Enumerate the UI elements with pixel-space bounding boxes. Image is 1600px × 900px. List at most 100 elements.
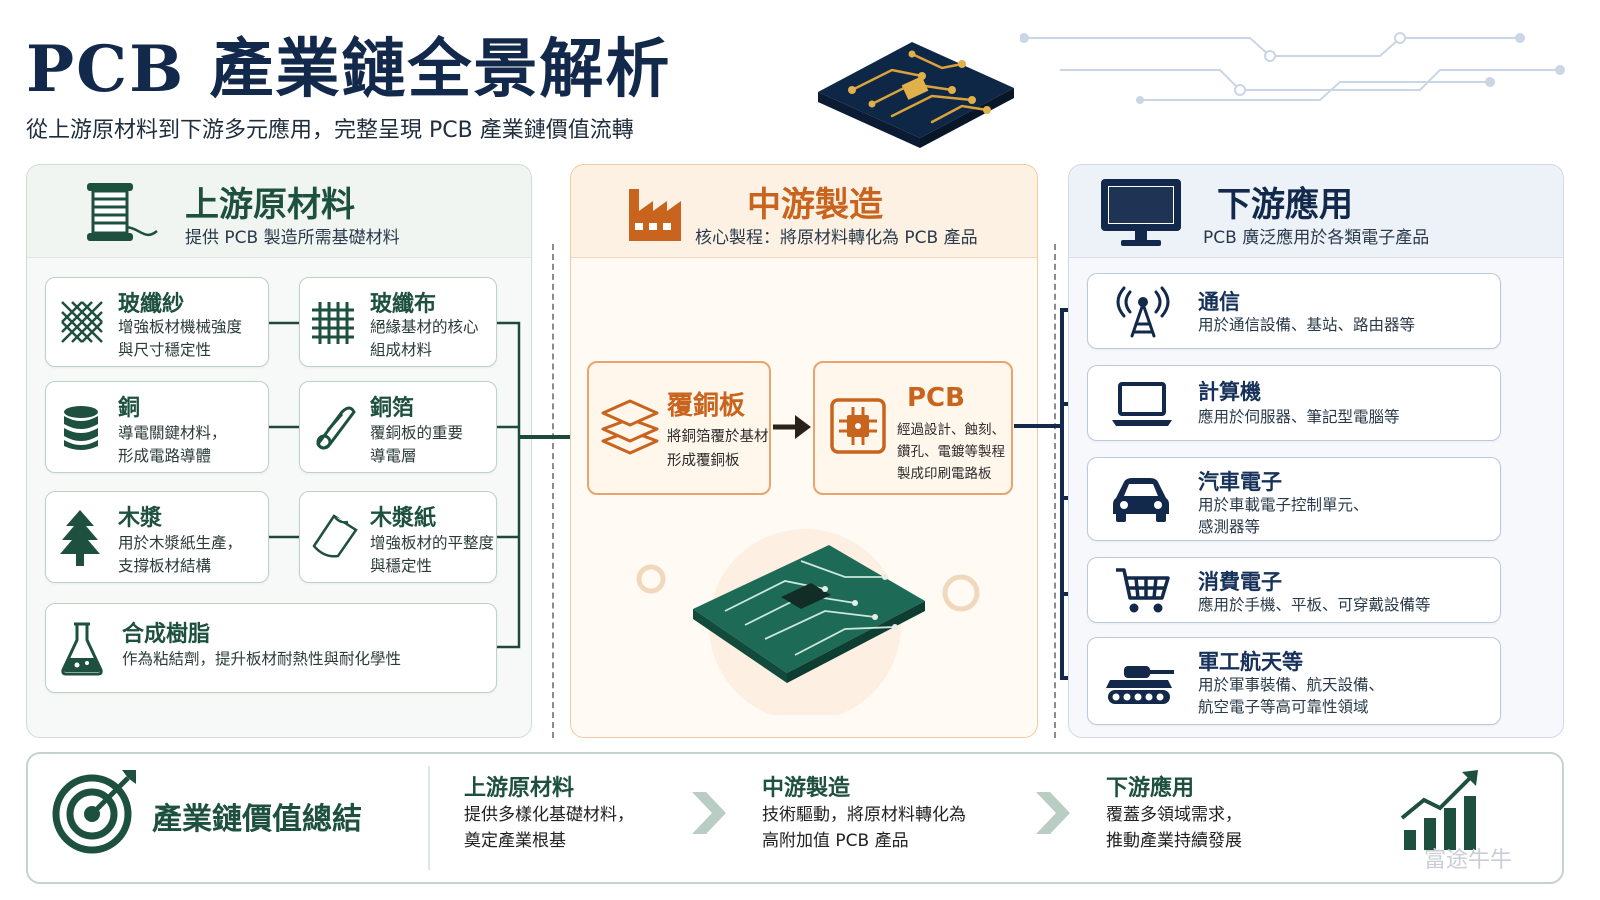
application-desc-line2: 航空電子等高可靠性領域 bbox=[1198, 698, 1369, 716]
pcb-desc-line1: 經過設計、蝕刻、 bbox=[897, 422, 1005, 438]
summary-mid-desc-line1: 技術驅動，將原材料轉化為 bbox=[762, 805, 966, 825]
layers-icon bbox=[601, 399, 659, 455]
midstream-title: 中游製造 bbox=[747, 185, 883, 225]
factory-icon bbox=[629, 189, 681, 241]
page-subtitle: 從上游原材料到下游多元應用，完整呈現 PCB 產業鏈價值流轉 bbox=[26, 118, 634, 143]
growth-chart-icon bbox=[1400, 770, 1478, 850]
circuit-lines-decoration bbox=[1020, 32, 1565, 104]
application-desc-line1: 用於通信設備、基站、路由器等 bbox=[1198, 316, 1416, 334]
divider-mid-down bbox=[1054, 244, 1056, 738]
material-desc-line2: 形成電路導體 bbox=[118, 447, 212, 465]
application-desc-line2: 感測器等 bbox=[1198, 518, 1261, 536]
midstream-panel: 中游製造 核心製程：將原材料轉化為 PCB 產品 覆銅板 將銅箔覆於基材 形成覆… bbox=[570, 164, 1038, 738]
summary-down-desc-line2: 推動產業持續發展 bbox=[1106, 831, 1242, 851]
application-card-telecom: 通信 用於通信設備、基站、路由器等 bbox=[1087, 273, 1501, 349]
material-desc-line1: 增強板材的平整度 bbox=[370, 534, 495, 552]
upstream-title: 上游原材料 bbox=[185, 185, 355, 225]
material-desc-line2: 支撐板材結構 bbox=[118, 557, 212, 575]
application-desc-line1: 用於軍事裝備、航天設備、 bbox=[1198, 676, 1385, 694]
application-desc-line1: 應用於手機、平板、可穿戴設備等 bbox=[1198, 596, 1431, 614]
laptop-icon bbox=[1112, 382, 1172, 426]
application-card-aerospace-defense: 軍工航天等 用於軍事裝備、航天設備、 航空電子等高可靠性領域 bbox=[1087, 637, 1501, 725]
target-icon bbox=[52, 770, 136, 854]
material-desc-line2: 與穩定性 bbox=[370, 557, 433, 575]
summary-divider bbox=[428, 766, 430, 870]
coin-stack-icon bbox=[64, 406, 98, 450]
flask-icon bbox=[61, 622, 103, 676]
watermark-text: 富途牛牛 bbox=[1424, 848, 1513, 873]
chevron-right-icon bbox=[692, 792, 726, 834]
application-name: 計算機 bbox=[1198, 380, 1261, 404]
material-desc-line2: 導電層 bbox=[370, 447, 417, 465]
paper-icon bbox=[312, 514, 358, 558]
material-card-copper-foil: 銅箔 覆銅板的重要 導電層 bbox=[299, 381, 497, 473]
upstream-panel: 上游原材料 提供 PCB 製造所需基礎材料 玻纖紗 增強板材機械強度 與尺寸穩定… bbox=[26, 164, 532, 738]
thread-spool-icon bbox=[87, 183, 158, 241]
foil-roll-icon bbox=[316, 406, 356, 450]
ccl-desc-line1: 將銅箔覆於基材 bbox=[667, 429, 769, 445]
pcb-chip-illustration bbox=[818, 42, 1014, 148]
material-name: 玻纖紗 bbox=[118, 292, 185, 317]
arrow-ccl-to-pcb bbox=[773, 415, 811, 439]
page-title: PCB 產業鏈全景解析 bbox=[26, 32, 672, 107]
summary-up-title: 上游原材料 bbox=[464, 776, 575, 801]
material-desc-line1: 導電關鍵材料， bbox=[118, 424, 227, 442]
downstream-panel: 下游應用 PCB 廣泛應用於各類電子產品 通信 用於通信設備、基站、路由器等 計… bbox=[1068, 164, 1564, 738]
material-desc-line1: 用於木漿紙生產， bbox=[118, 534, 243, 552]
application-desc-line1: 用於車載電子控制單元、 bbox=[1198, 496, 1369, 514]
downstream-subtitle: PCB 廣泛應用於各類電子產品 bbox=[1203, 228, 1430, 248]
material-desc-line2: 組成材料 bbox=[370, 341, 433, 359]
monitor-icon bbox=[1101, 179, 1181, 246]
upstream-subtitle: 提供 PCB 製造所需基礎材料 bbox=[185, 228, 400, 248]
application-name: 軍工航天等 bbox=[1198, 650, 1303, 674]
pcb-card: PCB 經過設計、蝕刻、 鑽孔、電鍍等製程 製成印刷電路板 bbox=[813, 361, 1013, 495]
upstream-connector-lines bbox=[269, 321, 521, 649]
pcb-name: PCB bbox=[907, 383, 965, 413]
material-card-glass-yarn: 玻纖紗 增強板材機械強度 與尺寸穩定性 bbox=[45, 277, 269, 367]
application-name: 消費電子 bbox=[1198, 570, 1282, 594]
material-card-pulp-paper: 木漿紙 增強板材的平整度 與穩定性 bbox=[299, 491, 497, 583]
application-name: 通信 bbox=[1198, 290, 1240, 314]
material-name: 銅 bbox=[118, 396, 141, 421]
pcb-desc-line2: 鑽孔、電鍍等製程 bbox=[897, 444, 1005, 460]
application-desc-line1: 應用於伺服器、筆記型電腦等 bbox=[1198, 408, 1400, 426]
antenna-icon bbox=[1116, 286, 1170, 338]
pcb-board-illustration bbox=[636, 529, 980, 715]
summary-down-title: 下游應用 bbox=[1106, 776, 1195, 801]
cart-icon bbox=[1116, 568, 1170, 613]
summary-up-desc-line2: 奠定產業根基 bbox=[464, 831, 566, 851]
summary-title: 產業鏈價值總結 bbox=[152, 802, 362, 837]
material-desc-line1: 增強板材機械強度 bbox=[118, 318, 243, 336]
summary-mid-desc-line2: 高附加值 PCB 產品 bbox=[762, 831, 909, 851]
material-name: 玻纖布 bbox=[370, 292, 437, 317]
mesh-icon bbox=[61, 301, 103, 343]
circuit-board-icon bbox=[830, 398, 886, 454]
application-name: 汽車電子 bbox=[1198, 470, 1282, 494]
ccl-desc-line2: 形成覆銅板 bbox=[667, 453, 740, 469]
material-card-glass-cloth: 玻纖布 絕緣基材的核心 組成材料 bbox=[299, 277, 497, 367]
pcb-desc-line3: 製成印刷電路板 bbox=[897, 466, 992, 482]
grid-icon bbox=[312, 302, 354, 344]
midstream-subtitle: 核心製程：將原材料轉化為 PCB 產品 bbox=[695, 228, 978, 248]
divider-up-mid bbox=[552, 244, 554, 738]
downstream-title: 下游應用 bbox=[1217, 185, 1353, 225]
tank-icon bbox=[1106, 666, 1174, 704]
application-card-consumer: 消費電子 應用於手機、平板、可穿戴設備等 bbox=[1087, 557, 1501, 623]
material-name: 木漿 bbox=[118, 506, 163, 531]
material-name: 木漿紙 bbox=[370, 506, 437, 531]
application-card-computer: 計算機 應用於伺服器、筆記型電腦等 bbox=[1087, 365, 1501, 441]
summary-mid-title: 中游製造 bbox=[762, 776, 851, 801]
material-card-synthetic-resin: 合成樹脂 作為粘結劑，提升板材耐熱性與耐化學性 bbox=[45, 603, 497, 693]
ccl-name: 覆銅板 bbox=[667, 391, 746, 421]
material-desc-line1: 作為粘結劑，提升板材耐熱性與耐化學性 bbox=[122, 650, 402, 668]
ccl-card: 覆銅板 將銅箔覆於基材 形成覆銅板 bbox=[587, 361, 771, 495]
material-desc-line2: 與尺寸穩定性 bbox=[118, 341, 212, 359]
application-card-automotive: 汽車電子 用於車載電子控制單元、 感測器等 bbox=[1087, 457, 1501, 541]
summary-down-desc-line1: 覆蓋多領域需求， bbox=[1106, 805, 1242, 825]
material-name: 銅箔 bbox=[370, 396, 415, 421]
car-icon bbox=[1113, 478, 1169, 522]
material-name: 合成樹脂 bbox=[122, 622, 211, 647]
tree-icon bbox=[60, 510, 100, 566]
material-card-wood-pulp: 木漿 用於木漿紙生產， 支撐板材結構 bbox=[45, 491, 269, 583]
material-desc-line1: 覆銅板的重要 bbox=[370, 424, 464, 442]
